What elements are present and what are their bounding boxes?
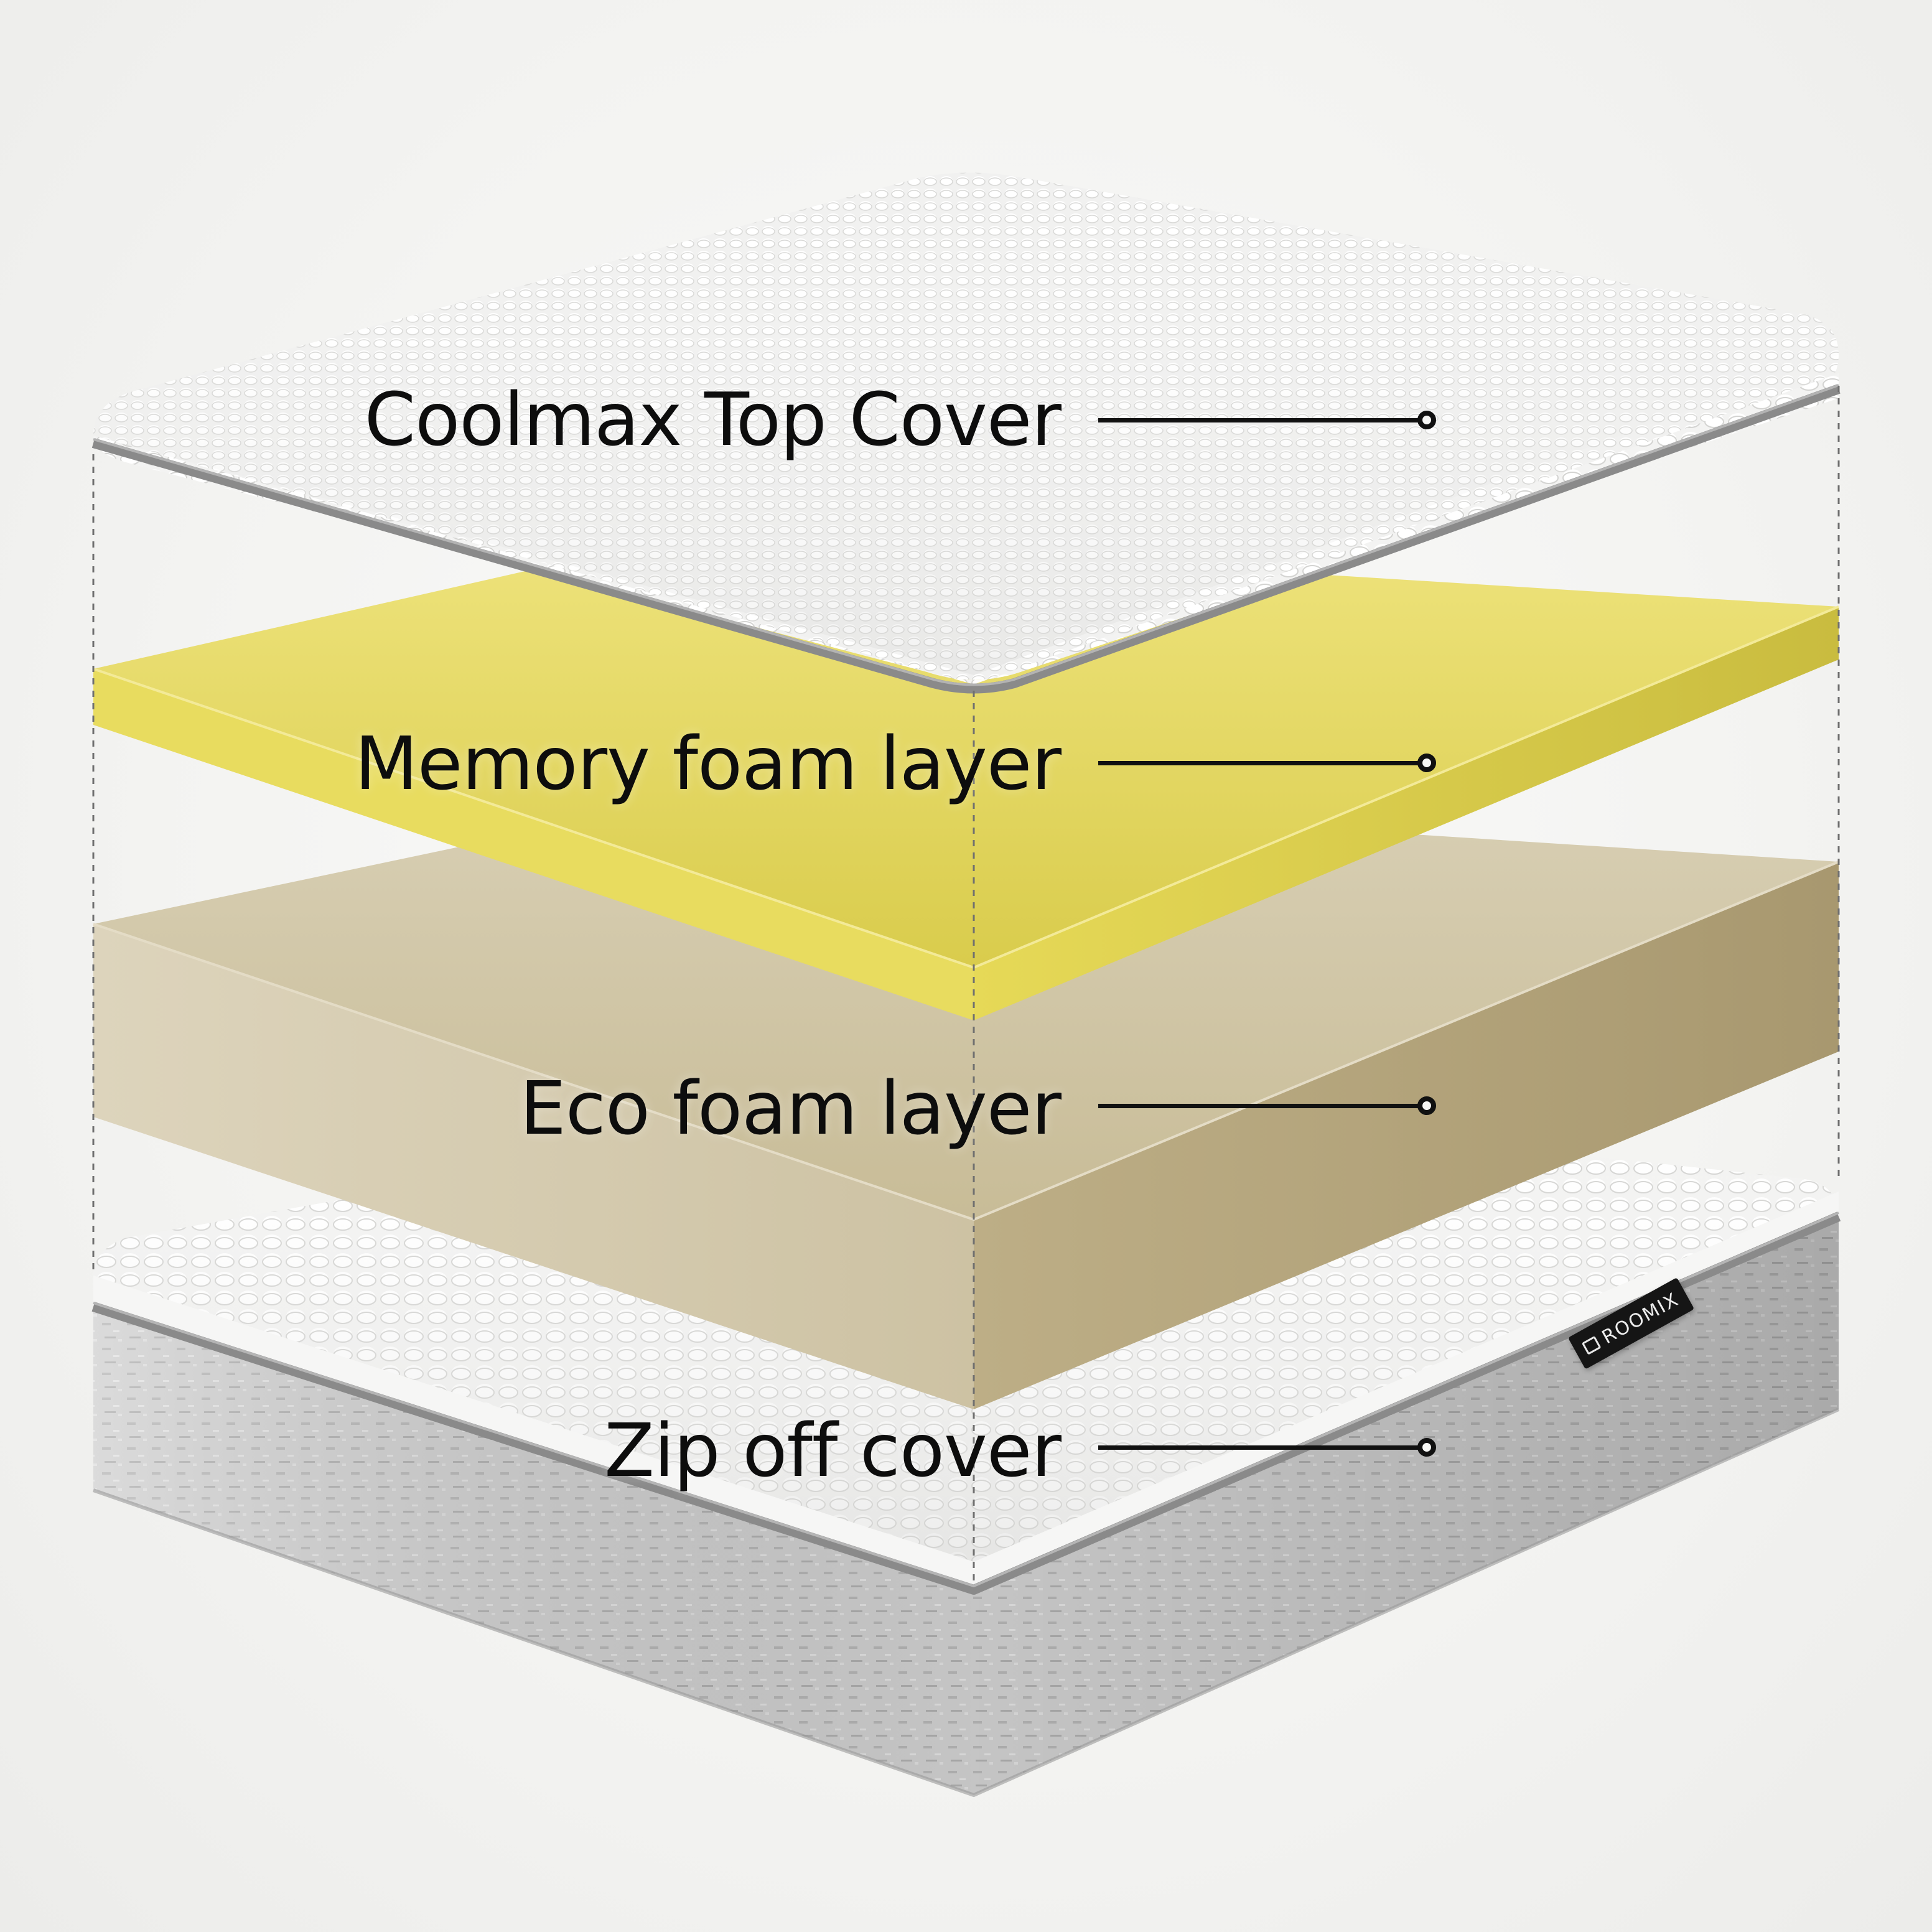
callout-label-eco-foam-layer: Eco foam layer — [520, 1065, 1062, 1151]
callout-dot-zip-off-cover — [1417, 1438, 1436, 1457]
guide-lines — [92, 386, 1840, 1580]
top-piping — [91, 384, 1841, 694]
callout-dot-coolmax-top-cover — [1417, 411, 1436, 429]
callout-label-zip-off-cover: Zip off cover — [604, 1407, 1062, 1493]
eco-side-left — [93, 924, 974, 1409]
callout-line-eco-foam-layer — [1098, 1104, 1427, 1108]
brand-logo-icon — [1582, 1335, 1602, 1355]
callout-dot-eco-foam-layer — [1417, 1096, 1436, 1115]
callout-dot-memory-foam-layer — [1417, 754, 1436, 772]
callout-line-zip-off-cover — [1098, 1445, 1427, 1450]
memory-top — [93, 535, 1839, 968]
coolmax-top-cover-layer — [91, 172, 1841, 694]
callout-line-memory-foam-layer — [1098, 761, 1427, 765]
eco-side-right — [974, 862, 1839, 1409]
callout-label-coolmax-top-cover: Coolmax Top Cover — [364, 376, 1062, 462]
memory-foam-layer — [93, 535, 1839, 1020]
memory-side-right — [974, 607, 1839, 1020]
memory-side-left — [93, 669, 974, 1020]
callout-label-memory-foam-layer: Memory foam layer — [355, 721, 1062, 806]
callout-line-coolmax-top-cover — [1098, 418, 1427, 422]
bottom-piping — [91, 1211, 1841, 1595]
